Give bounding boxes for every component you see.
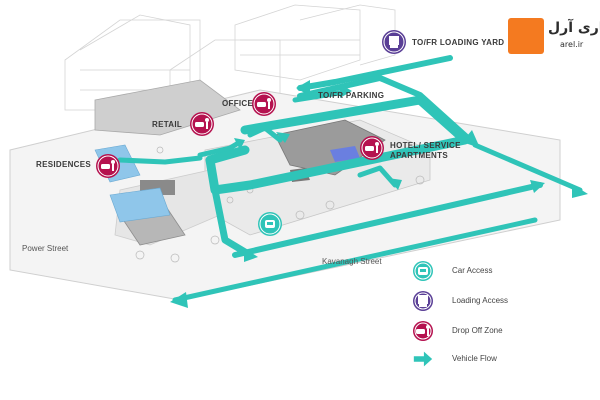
truck-icon-loading-yard xyxy=(382,30,406,54)
legend-label: Loading Access xyxy=(452,296,509,305)
flow-retail-branch xyxy=(197,139,243,158)
flow-main-loop xyxy=(205,95,470,195)
label-office: OFFICE xyxy=(222,99,254,108)
flow-kavanagh-lower xyxy=(172,217,538,303)
legend-item-loading-access: Loading Access xyxy=(412,290,592,314)
flow-residence-branch xyxy=(117,155,203,165)
watermark-logo: معماری آرل arel.ir xyxy=(508,18,600,54)
flow-west-down xyxy=(206,161,254,259)
street-power: Power Street xyxy=(22,244,69,253)
logo-persian-text: معماری آرل xyxy=(548,20,600,36)
label-residences: RESIDENCES xyxy=(36,160,92,169)
logo-badge xyxy=(508,18,544,54)
legend-label: Vehicle Flow xyxy=(452,354,497,363)
car-access-icon-site xyxy=(258,212,282,236)
flow-kavanagh-upper xyxy=(232,182,543,258)
legend-label: Car Access xyxy=(452,266,493,275)
label-loading-yard: TO/FR LOADING YARD xyxy=(412,38,505,47)
label-retail: RETAIL xyxy=(152,120,183,129)
flow-parking xyxy=(292,89,348,103)
legend-label: Drop Off Zone xyxy=(452,326,503,335)
logo-url: arel.ir xyxy=(560,40,584,49)
car-access-icon xyxy=(413,261,433,281)
drop-off-icon-retail xyxy=(190,112,214,136)
drop-off-icon-hotel xyxy=(360,136,384,160)
flow-office-branch xyxy=(247,125,283,143)
label-hotel-line1: HOTEL/ SERVICE xyxy=(390,141,461,150)
drop-off-icon-residences xyxy=(96,154,120,178)
flow-loading-yard xyxy=(297,55,453,91)
legend-item-car-access: Car Access xyxy=(412,260,592,284)
arrow-right-icon xyxy=(413,351,433,367)
drop-off-icon-office xyxy=(252,92,276,116)
street-kavanagh: Kavanagh Street xyxy=(322,257,382,266)
legend-item-drop-off: Drop Off Zone xyxy=(412,320,592,344)
truck-icon xyxy=(413,291,433,311)
drop-off-icon xyxy=(413,321,433,341)
flow-arrowheads xyxy=(170,80,588,308)
label-hotel-line2: APARTMENTS xyxy=(390,151,448,160)
legend-item-vehicle-flow: Vehicle Flow xyxy=(412,348,592,372)
label-parking: TO/FR PARKING xyxy=(318,91,385,100)
flow-east-diagonal xyxy=(472,142,583,193)
